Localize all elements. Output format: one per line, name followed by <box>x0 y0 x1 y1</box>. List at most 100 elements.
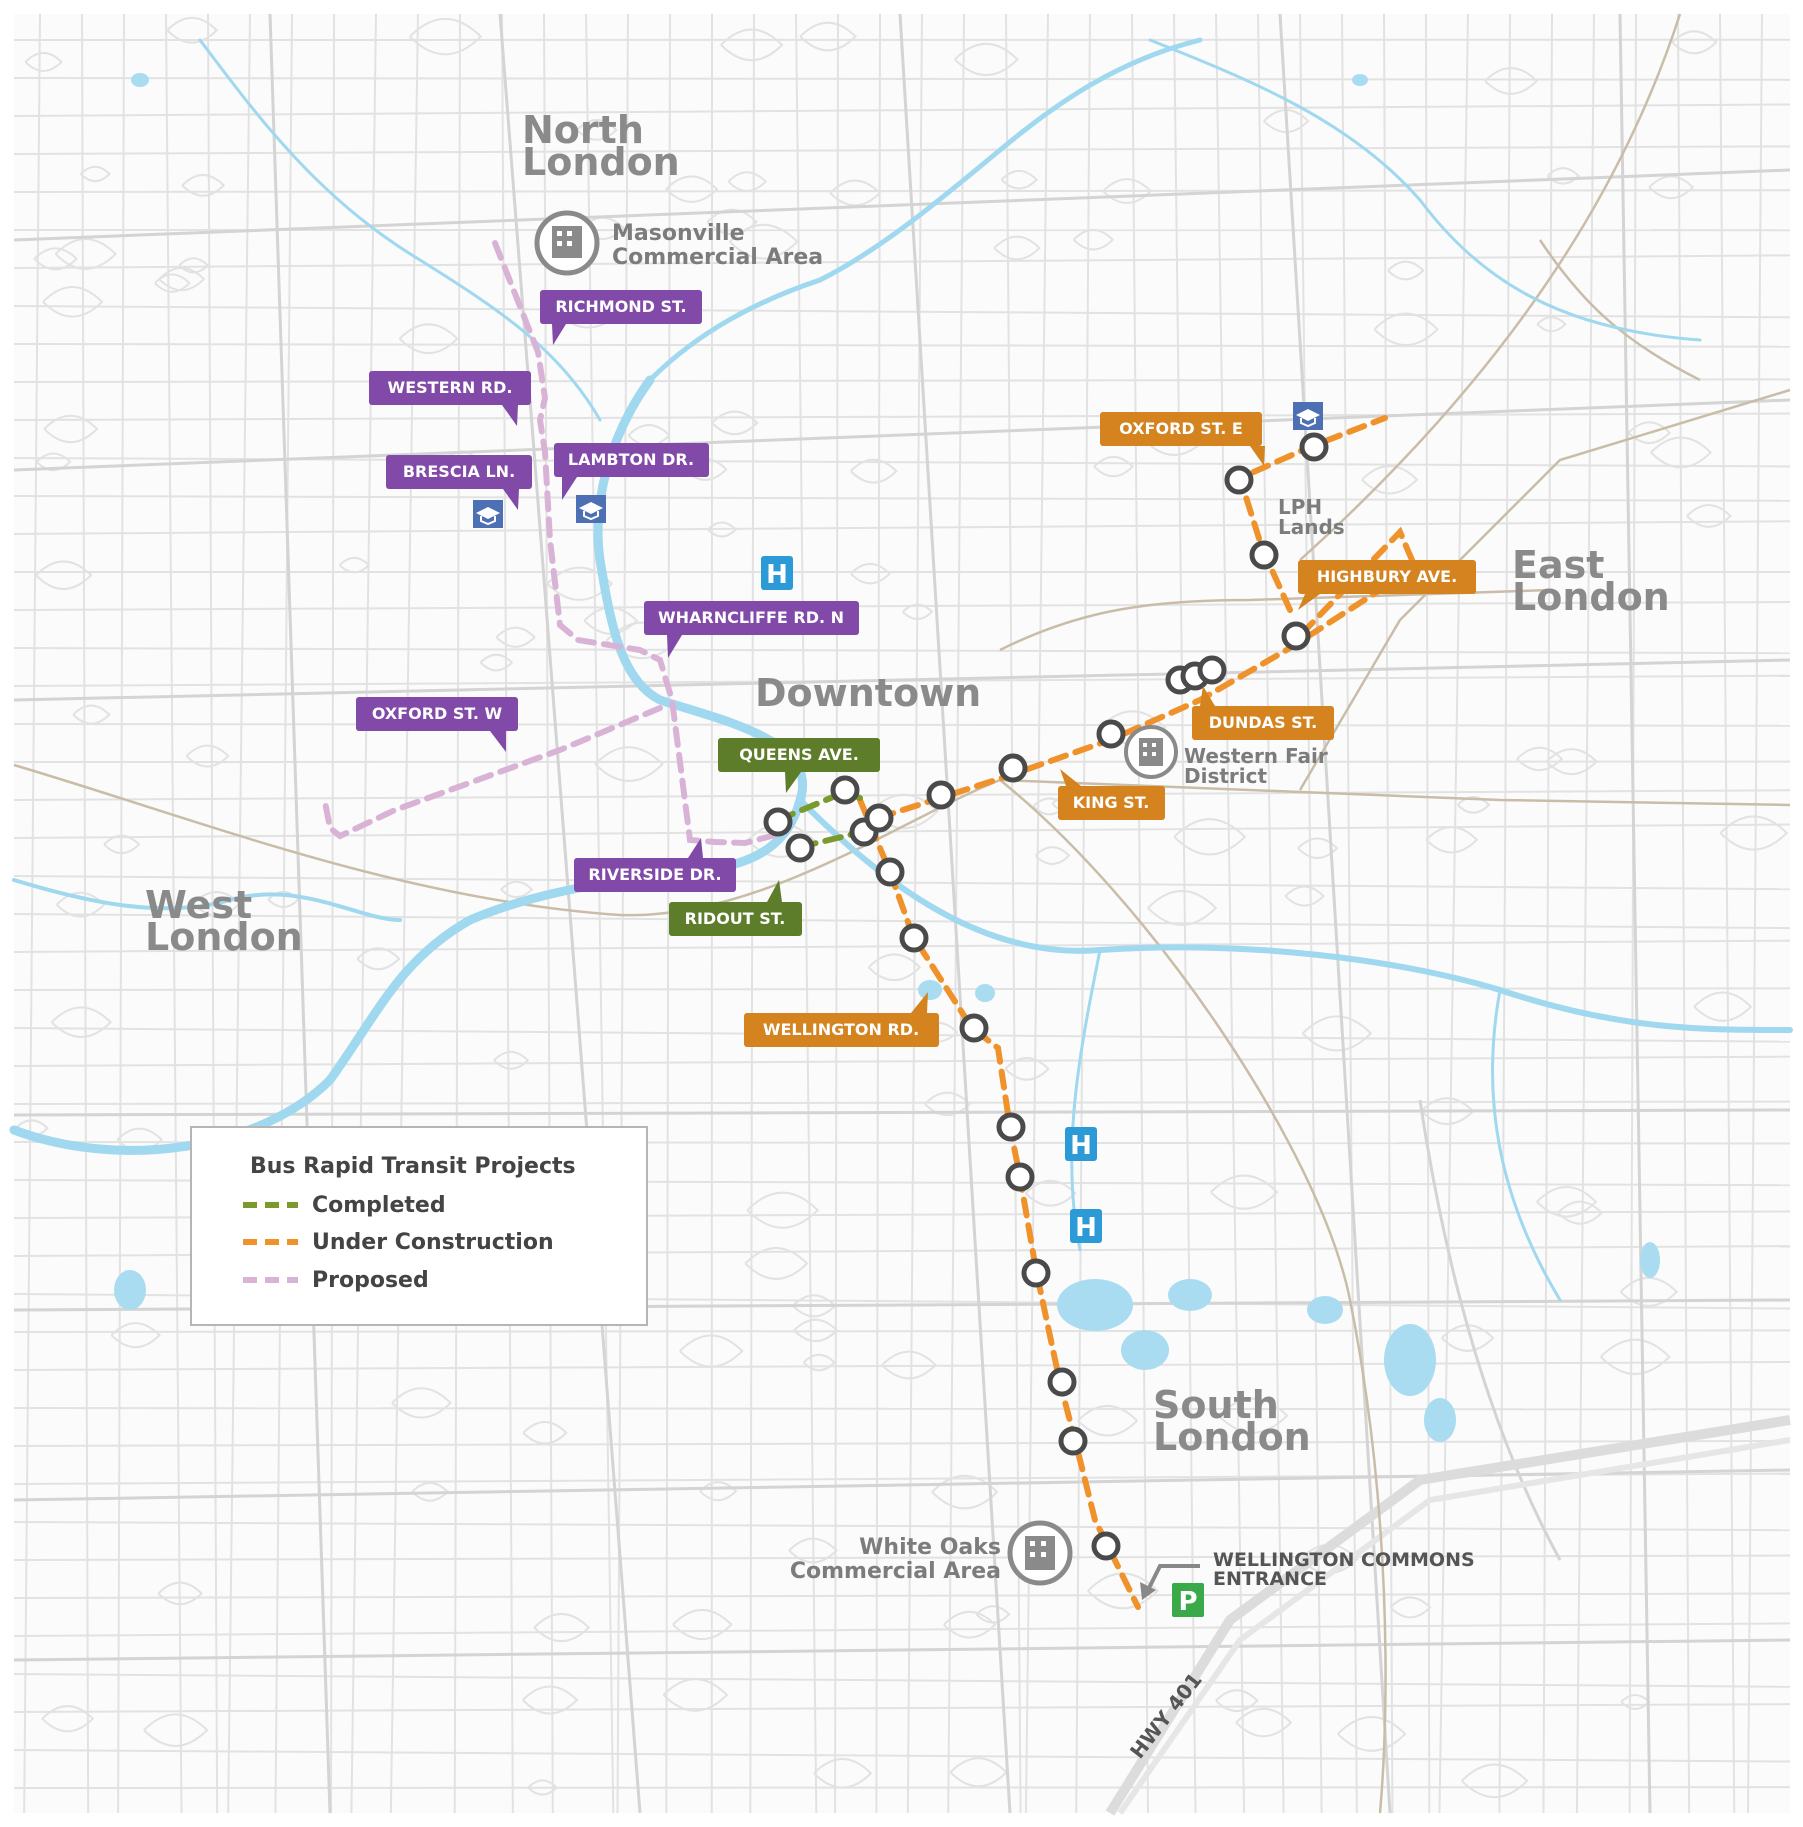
street <box>1024 1179 1077 1207</box>
svg-text:DUNDAS ST.: DUNDAS ST. <box>1209 713 1318 732</box>
callout-western-rd[interactable]: WESTERN RD. <box>369 371 531 426</box>
callout-queens-ave[interactable]: QUEENS AVE. <box>718 738 880 793</box>
street <box>42 286 104 318</box>
station[interactable] <box>926 780 956 810</box>
station[interactable] <box>1197 655 1227 685</box>
street <box>746 1191 820 1229</box>
callout-oxford-st-e[interactable]: OXFORD ST. E <box>1100 412 1265 466</box>
street <box>1516 746 1564 772</box>
station[interactable] <box>899 923 929 953</box>
street <box>1498 13 1511 1814</box>
street <box>1301 1015 1373 1052</box>
station[interactable] <box>1224 465 1254 495</box>
callout-highbury-ave[interactable]: HIGHBURY AVE. <box>1298 560 1476 610</box>
station[interactable] <box>998 753 1028 783</box>
callout-king-st[interactable]: KING ST. <box>1058 769 1165 820</box>
svg-text:P: P <box>1178 1587 1197 1617</box>
street <box>802 1353 836 1372</box>
street <box>1284 885 1325 907</box>
street <box>1337 1716 1407 1752</box>
street <box>1627 421 1672 445</box>
street <box>117 13 125 1814</box>
station[interactable] <box>996 1112 1026 1142</box>
station[interactable] <box>1047 1367 1077 1397</box>
street <box>13 823 1791 839</box>
station[interactable] <box>1058 1426 1088 1456</box>
station[interactable] <box>785 833 815 863</box>
legend-item-completed: Completed <box>312 1193 446 1218</box>
station[interactable] <box>1096 719 1126 749</box>
street <box>43 414 99 444</box>
street <box>1299 13 1323 1814</box>
station[interactable] <box>864 803 894 833</box>
street <box>143 1713 209 1747</box>
street <box>13 939 1791 953</box>
street <box>1087 1572 1159 1610</box>
street <box>13 412 1791 421</box>
street <box>1686 504 1732 528</box>
street <box>1599 1338 1671 1375</box>
street <box>850 562 891 585</box>
callout-brescia-ln[interactable]: BRESCIA LN. <box>386 455 532 510</box>
station[interactable] <box>763 807 793 837</box>
street <box>72 704 111 725</box>
station[interactable] <box>1299 432 1329 462</box>
callout-riverside-dr[interactable]: RIVERSIDE DR. <box>574 838 736 892</box>
callout-wharncliffe-rd-n[interactable]: WHARNCLIFFE RD. N <box>644 601 859 658</box>
street <box>594 746 664 782</box>
legend: Bus Rapid Transit Projects Completed Und… <box>190 1126 648 1326</box>
station[interactable] <box>959 1013 989 1043</box>
street <box>546 566 614 601</box>
station[interactable] <box>1249 540 1279 570</box>
street <box>788 1537 838 1564</box>
station[interactable] <box>1021 1258 1051 1288</box>
svg-text:RIDOUT ST.: RIDOUT ST. <box>685 909 786 928</box>
entrance-arrow-head <box>1140 1582 1156 1600</box>
street <box>1077 1405 1139 1437</box>
street <box>1297 837 1339 859</box>
street <box>665 175 719 203</box>
street <box>13 723 1791 727</box>
svg-text:QUEENS AVE.: QUEENS AVE. <box>739 745 859 764</box>
street <box>453 13 461 1814</box>
callout-dundas-st[interactable]: DUNDAS ST. <box>1192 686 1334 740</box>
legend-item-proposed: Proposed <box>312 1268 429 1293</box>
svg-text:OXFORD ST. W: OXFORD ST. W <box>372 704 503 723</box>
station[interactable] <box>830 775 860 805</box>
street <box>1536 1186 1598 1218</box>
station[interactable] <box>1091 1531 1121 1561</box>
station[interactable] <box>1005 1162 1035 1192</box>
street <box>527 1779 559 1796</box>
callout-oxford-st-w[interactable]: OXFORD ST. W <box>356 697 518 752</box>
callout-richmond-st[interactable]: RICHMOND ST. <box>540 290 702 345</box>
street <box>834 13 839 1814</box>
street <box>185 744 230 768</box>
street <box>1218 1397 1289 1434</box>
street <box>1210 1174 1279 1210</box>
street <box>13 343 1791 348</box>
street <box>1173 818 1247 856</box>
street <box>35 560 93 590</box>
street <box>1461 1763 1529 1799</box>
street <box>166 16 219 44</box>
svg-text:LAMBTON DR.: LAMBTON DR. <box>568 450 694 469</box>
street <box>1575 13 1595 1814</box>
street <box>181 174 226 197</box>
street <box>13 1622 1791 1637</box>
street <box>1005 13 1022 1814</box>
station[interactable] <box>1281 621 1311 651</box>
callout-wellington-rd[interactable]: WELLINGTON RD. <box>744 992 939 1047</box>
callout-lambton-dr[interactable]: LAMBTON DR. <box>554 443 709 500</box>
street <box>398 323 459 354</box>
callout-ridout-st[interactable]: RIDOUT ST. <box>669 880 802 936</box>
street <box>954 42 1019 76</box>
street <box>13 875 1791 891</box>
street <box>902 603 934 621</box>
street <box>1093 455 1135 478</box>
street <box>41 1705 95 1733</box>
street <box>931 1474 999 1510</box>
station[interactable] <box>875 857 905 887</box>
street <box>13 601 1791 611</box>
